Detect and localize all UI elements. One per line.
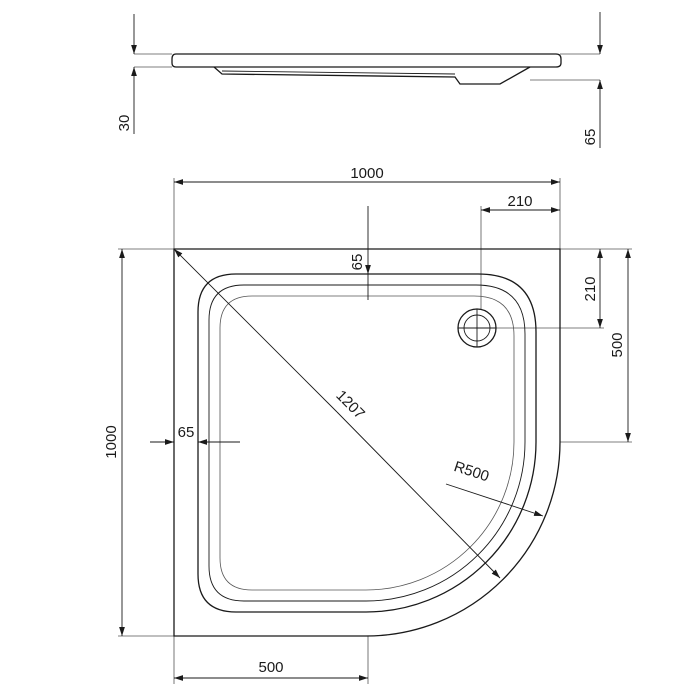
dim-right-height: 65 <box>582 129 599 146</box>
plan-view: 1000 210 65 210 500 1000 65 1207 R500 <box>103 165 632 684</box>
dim-rim-top: 65 <box>349 254 366 271</box>
tray-outer-outline <box>173 248 561 637</box>
side-view: 30 65 <box>116 12 603 148</box>
drain-hole <box>457 308 497 348</box>
dim-rim-left: 65 <box>178 424 195 441</box>
dim-drain-y: 210 <box>582 276 599 301</box>
dim-drain-x: 210 <box>507 193 532 210</box>
dim-left-height: 30 <box>116 115 133 132</box>
dim-total-height: 1000 <box>103 425 120 458</box>
dim-radius: R500 <box>452 458 491 485</box>
tray-side-profile <box>171 53 562 68</box>
dim-total-width: 1000 <box>350 165 383 182</box>
tray-underside <box>213 66 531 85</box>
basin-outer-edge <box>197 273 537 613</box>
basin-floor-edge <box>219 295 515 591</box>
dim-straight-side: 500 <box>609 332 626 357</box>
dim-diagonal: 1207 <box>332 387 368 423</box>
basin-inner-edge <box>208 284 526 602</box>
dim-bottom-straight: 500 <box>258 659 283 676</box>
